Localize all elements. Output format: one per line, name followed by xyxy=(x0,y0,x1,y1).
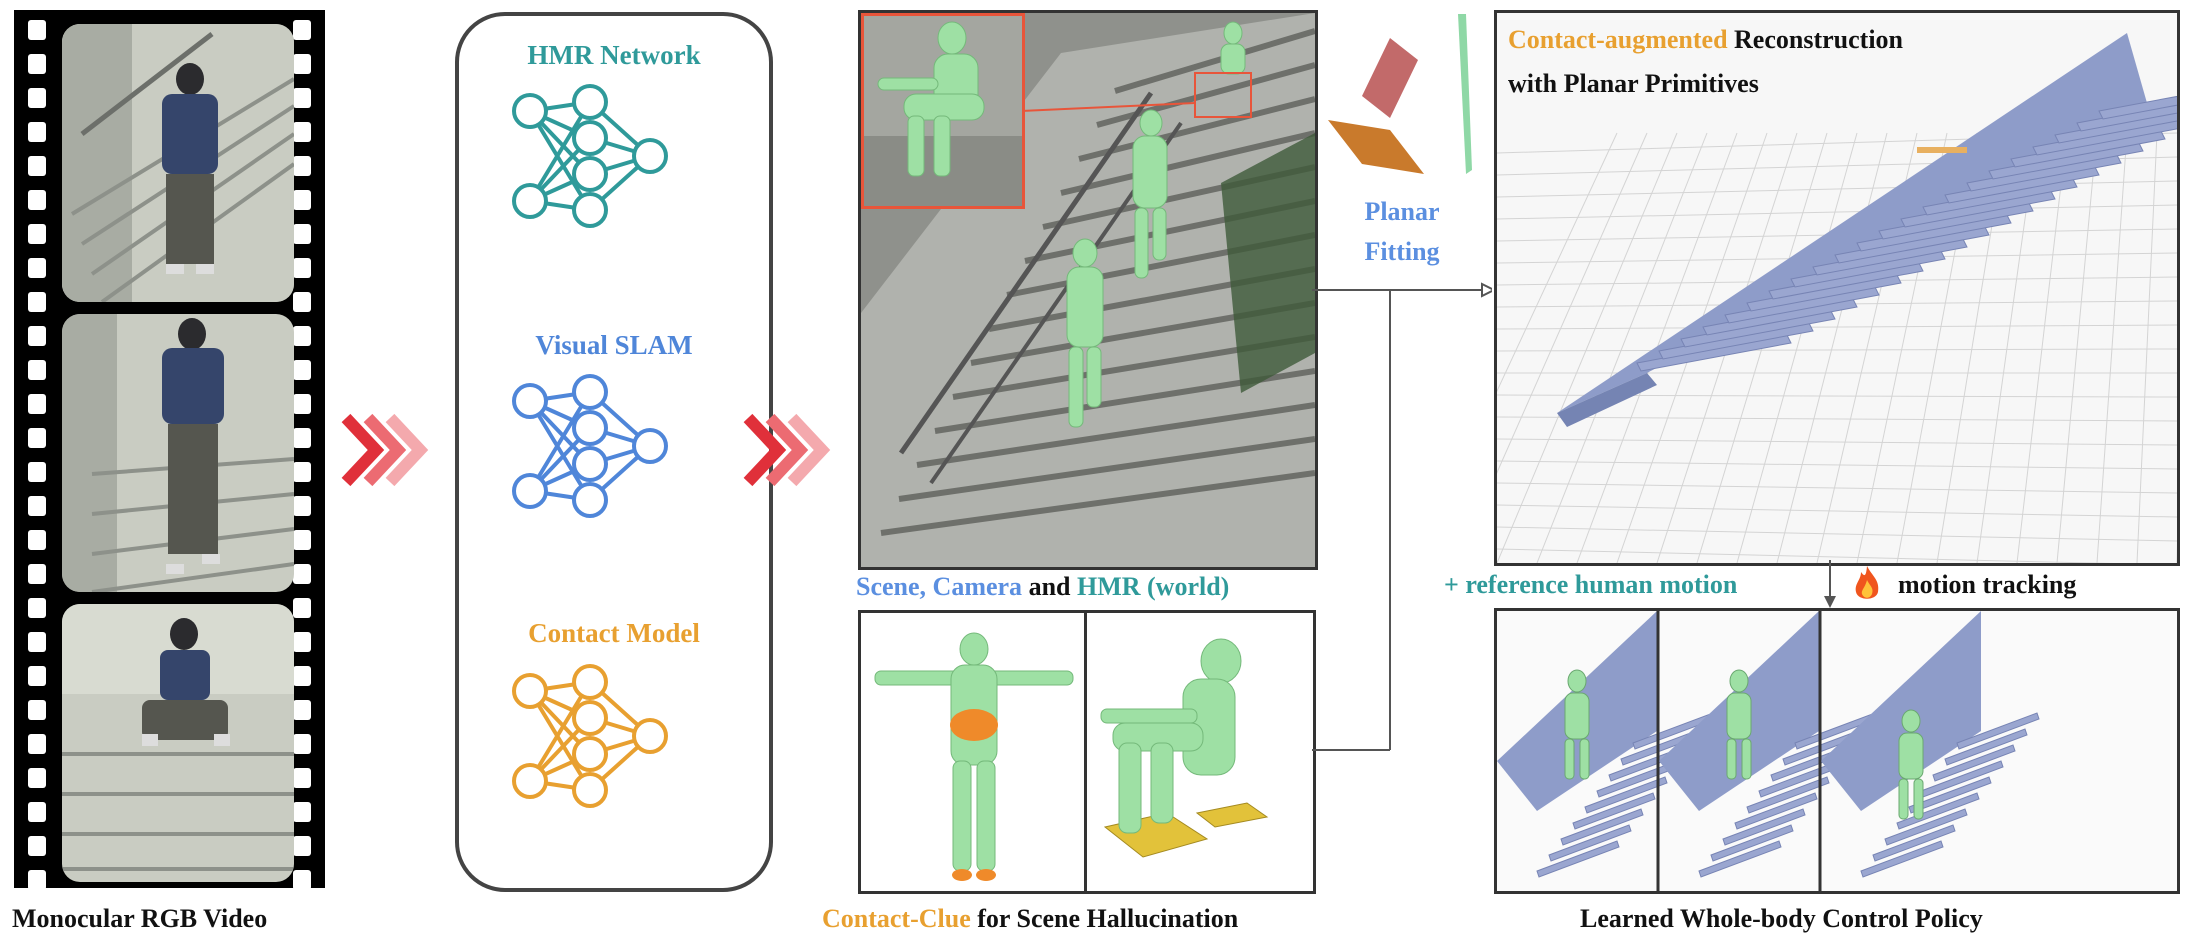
contact-caption: Contact-Clue for Scene Hallucination xyxy=(822,904,1238,934)
reconstruction-panel xyxy=(1494,10,2180,566)
and-text: and xyxy=(1022,572,1077,601)
scene-camera-text: Scene, Camera xyxy=(856,572,1023,601)
reconstruction-text: Reconstruction xyxy=(1727,25,1904,54)
policy-panels xyxy=(1494,608,2180,894)
planar-primitives-icon xyxy=(1328,14,1472,174)
policy-frame-2 xyxy=(1659,611,1878,891)
planar-text: Planar xyxy=(1364,197,1440,226)
planar-stairs-render xyxy=(1497,33,2177,563)
policy-tracking-row: + reference human motion xyxy=(1444,570,1737,600)
planar-primitives-text: with Planar Primitives xyxy=(1508,69,1759,98)
sitting-body-with-contacts xyxy=(1100,638,1269,858)
connector-lines xyxy=(1312,282,1492,751)
stairs-sitting-photo xyxy=(62,604,294,882)
hmr-network-label: HMR Network xyxy=(527,40,701,70)
chevron-arrow-icon xyxy=(341,413,429,487)
policy-sim-renders xyxy=(1497,611,2040,891)
contact-model-label: Contact Model xyxy=(528,618,700,648)
video-frame-1 xyxy=(62,24,294,302)
video-frame-2 xyxy=(62,314,294,592)
scene-render xyxy=(861,13,1315,567)
contact-augmented-text: Contact-augmented xyxy=(1508,25,1728,54)
recon-title: Contact-augmented Reconstruction with Pl… xyxy=(1508,18,1903,106)
scene-reconstruction-panel xyxy=(858,10,1318,570)
zoom-inset xyxy=(861,13,1025,209)
scene-hallucination-text: for Scene Hallucination xyxy=(970,904,1239,933)
contact-clue-text: Contact-Clue xyxy=(822,904,971,933)
motion-tracking-label: motion tracking xyxy=(1898,570,2077,599)
network-3 xyxy=(512,664,668,808)
film-strip xyxy=(14,10,325,888)
network-1 xyxy=(512,84,668,228)
policy-frame-1 xyxy=(1497,611,1716,891)
policy-caption: Learned Whole-body Control Policy xyxy=(1580,904,1983,933)
contact-body-tpose xyxy=(874,632,1074,881)
hmr-world-text: HMR (world) xyxy=(1076,572,1230,601)
network-2 xyxy=(512,374,668,518)
stairs-walking-photo xyxy=(62,314,294,592)
contact-sitting-panel xyxy=(1084,610,1316,894)
scene-caption: Scene, Camera and HMR (world) xyxy=(856,572,1229,602)
film-perforations xyxy=(28,20,311,888)
fitting-text: Fitting xyxy=(1364,237,1440,266)
visual-slam-label: Visual SLAM xyxy=(535,330,693,360)
fire-icon xyxy=(1855,566,1879,599)
sitting-body-zoom xyxy=(864,21,1022,206)
video-caption: Monocular RGB Video xyxy=(12,904,268,933)
chevron-arrow-icon xyxy=(743,413,831,487)
video-frame-3 xyxy=(62,604,294,882)
neural-network-diagrams xyxy=(512,84,668,808)
planar-fitting-label: Planar Fitting xyxy=(1344,192,1460,272)
stairs-climbing-photo xyxy=(62,24,294,302)
contact-heatmap-panel xyxy=(858,610,1090,894)
policy-frame-3 xyxy=(1821,611,2040,878)
down-arrow-icon xyxy=(1824,560,1836,608)
reference-motion-text: + reference human motion xyxy=(1444,570,1738,599)
